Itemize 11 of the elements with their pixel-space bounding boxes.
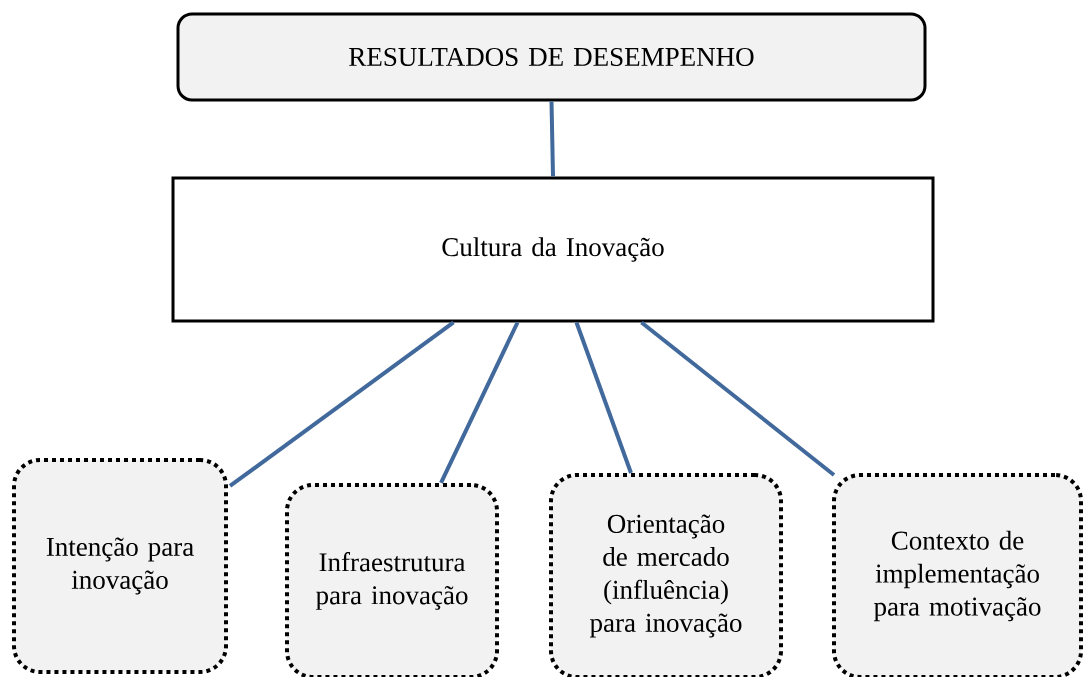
process-box: Cultura da Inovação: [171, 176, 935, 323]
connector-line: [439, 321, 520, 484]
connector-line: [549, 101, 555, 177]
rounded-box: Intenção para inovação: [12, 458, 228, 674]
rounded-box: Infraestrutura para inovação: [285, 483, 499, 677]
rounded-box: Contexto de implementação para motivação: [832, 473, 1083, 677]
connector-line: [574, 321, 633, 474]
connector-line: [640, 320, 836, 477]
heading-box: RESULTADOS DE DESEMPENHO: [176, 12, 927, 102]
connector-line: [228, 320, 455, 488]
rounded-box: Orientação de mercado (influência) para inovação: [549, 473, 783, 677]
